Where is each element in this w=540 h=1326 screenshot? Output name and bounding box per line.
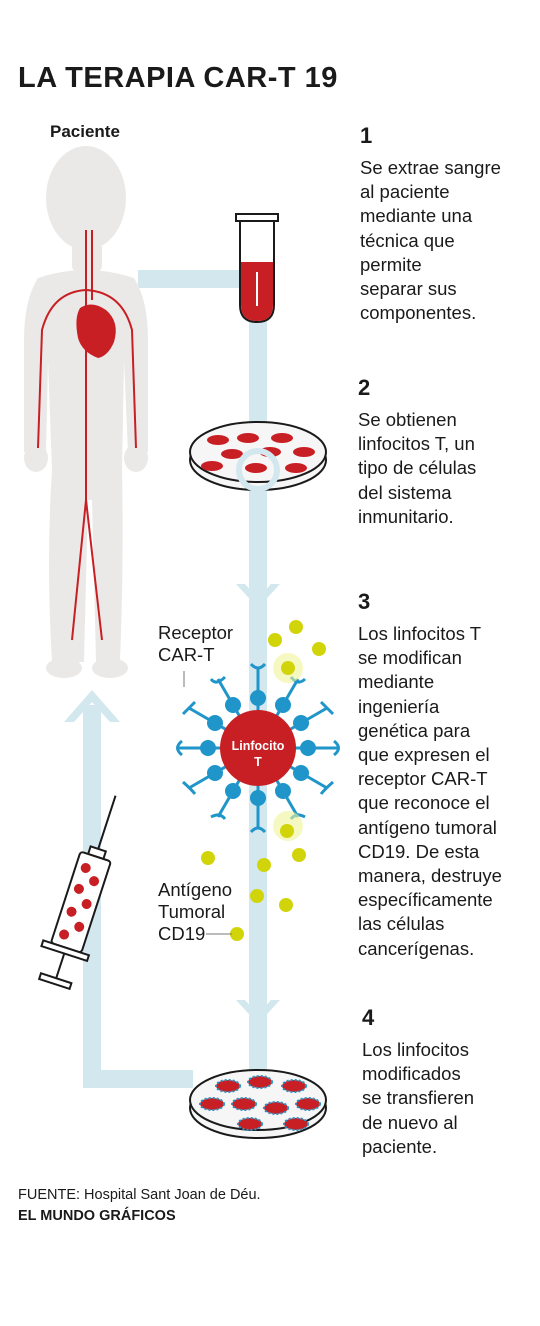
up-arrow-head <box>64 690 120 722</box>
step-1: 1 Se extrae sangre al paciente mediante … <box>360 122 501 325</box>
heart-icon <box>76 304 116 358</box>
step-number: 3 <box>358 589 371 614</box>
test-tube-icon <box>235 213 279 324</box>
patient-silhouette <box>24 146 148 678</box>
step-text: Se obtienen linfocitos T, un tipo de cél… <box>358 409 477 527</box>
step-4: 4 Los linfocitos modificados se transfie… <box>362 1004 474 1159</box>
cell-label-line1: Linfocito <box>232 739 285 753</box>
step-text: Se extrae sangre al paciente mediante un… <box>360 157 501 324</box>
step-text: Los linfocitos modificados se transfiere… <box>362 1039 475 1157</box>
antigen-dots <box>183 620 326 941</box>
lymphocyte-body <box>220 710 296 786</box>
t-cell-icon: Linfocito T <box>176 662 340 834</box>
down-arrow-head-1 <box>236 584 280 608</box>
antigen-label: Antígeno Tumoral CD19 <box>158 879 233 944</box>
brand-credit: EL MUNDO GRÁFICOS <box>18 1208 176 1224</box>
patient-label: Paciente <box>50 122 120 141</box>
step-text: Los linfocitos T se modifican mediante i… <box>358 623 502 959</box>
step-number: 1 <box>360 123 373 148</box>
source-credit: FUENTE: Hospital Sant Joan de Déu. <box>18 1187 261 1203</box>
step-number: 2 <box>358 375 371 400</box>
step-number: 4 <box>362 1005 375 1030</box>
petri-dish-modified-icon <box>189 1069 327 1139</box>
step-2: 2 Se obtienen linfocitos T, un tipo de c… <box>358 374 476 529</box>
petri-dish-icon <box>189 421 327 492</box>
page-title: LA TERAPIA CAR-T 19 <box>18 62 338 94</box>
syringe-icon <box>37 795 117 991</box>
step-3: 3 Los linfocitos T se modifican mediante… <box>358 588 502 961</box>
footer: FUENTE: Hospital Sant Joan de Déu. EL MU… <box>18 1185 261 1227</box>
flow-connector-bottom <box>83 1070 193 1088</box>
cell-label-line2: T <box>254 755 262 769</box>
receptor-nodes <box>200 690 316 806</box>
receptor-label: Receptor CAR-T <box>158 622 234 665</box>
down-arrow-head-2 <box>236 1000 280 1024</box>
flow-connector-top <box>138 270 258 288</box>
